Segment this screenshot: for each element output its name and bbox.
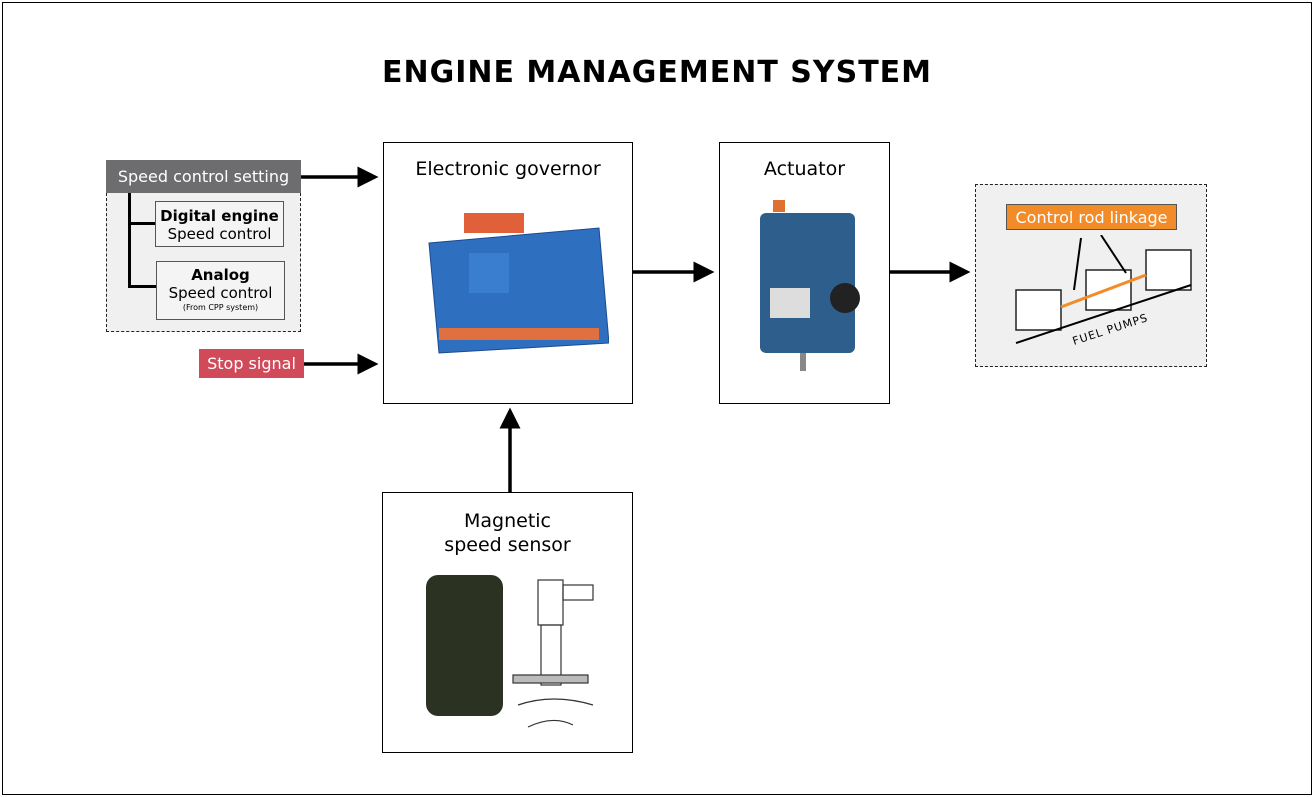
sensor-title: Magnetic speed sensor bbox=[383, 509, 632, 557]
stop-signal-label: Stop signal bbox=[199, 349, 304, 378]
analog-line1: Analog bbox=[191, 266, 250, 284]
analog-line2: Speed control bbox=[168, 284, 273, 302]
fuel-pumps-image bbox=[1015, 235, 1192, 344]
analog-speed-control: Analog Speed control (From CPP system) bbox=[156, 261, 285, 320]
actuator-title: Actuator bbox=[763, 158, 846, 180]
sensor-title-line2: speed sensor bbox=[444, 534, 571, 556]
magnetic-speed-sensor-box: Magnetic speed sensor bbox=[382, 492, 633, 753]
digital-line2: Speed control bbox=[167, 225, 272, 243]
sensor-title-line1: Magnetic bbox=[463, 510, 551, 532]
sensor-drawing bbox=[512, 579, 594, 728]
analog-note: (From CPP system) bbox=[182, 303, 259, 312]
digital-line1: Digital engine bbox=[160, 207, 279, 225]
actuator-box: Actuator bbox=[719, 142, 890, 404]
actuator-image bbox=[760, 200, 860, 371]
governor-title: Electronic governor bbox=[415, 158, 601, 180]
diagram-title: ENGINE MANAGEMENT SYSTEM bbox=[381, 55, 933, 90]
governor-image bbox=[428, 213, 609, 354]
digital-speed-control: Digital engine Speed control bbox=[155, 201, 284, 247]
speed-control-setting-label: Speed control setting bbox=[106, 160, 301, 193]
control-rod-linkage-label: Control rod linkage bbox=[1006, 204, 1177, 230]
sensor-photo bbox=[426, 575, 503, 716]
electronic-governor-box: Electronic governor bbox=[383, 142, 633, 404]
